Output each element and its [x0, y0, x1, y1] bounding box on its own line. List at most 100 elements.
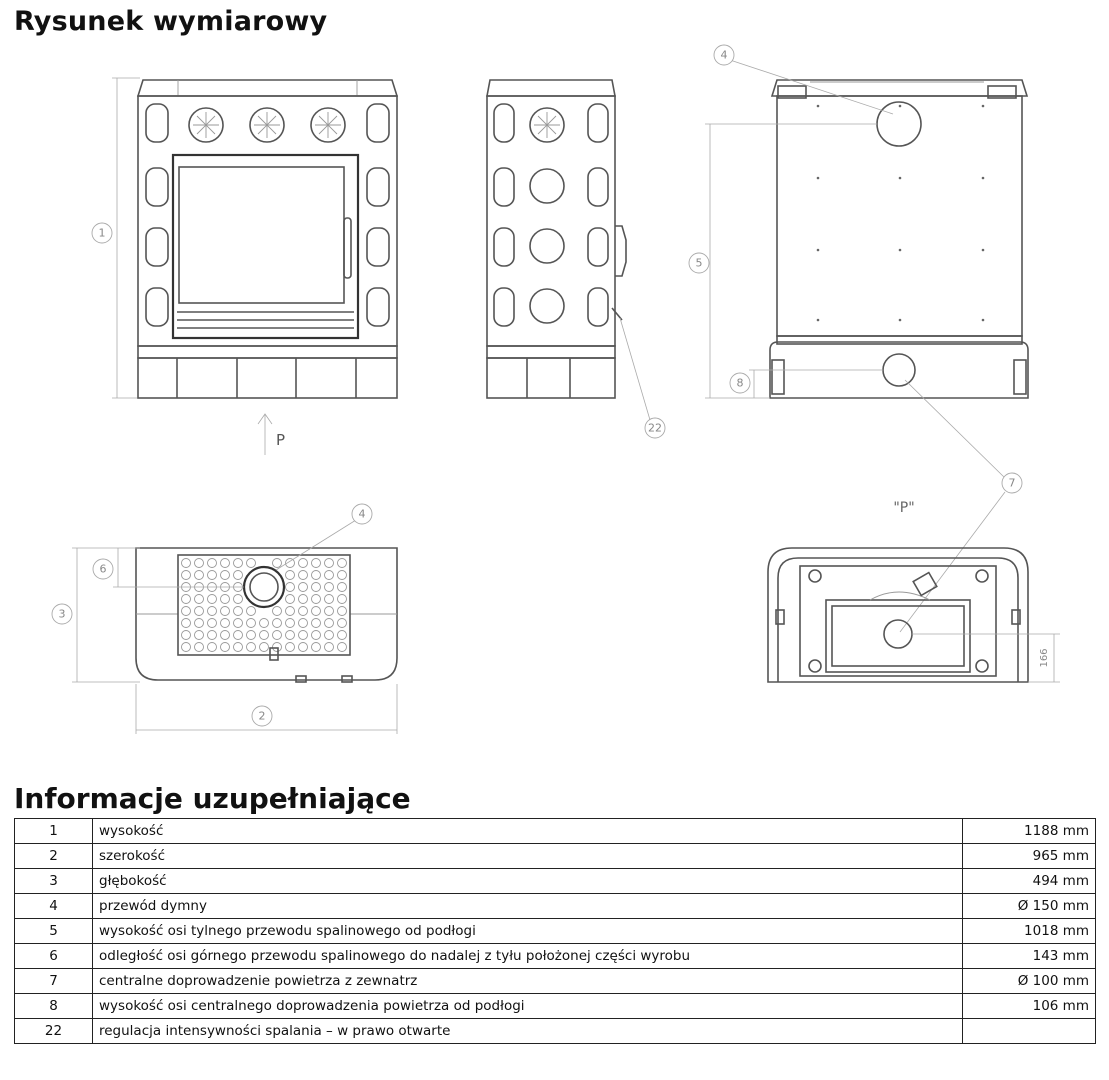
callout-7: 7: [1009, 477, 1016, 490]
cell-num: 5: [14, 918, 93, 944]
cell-num: 6: [14, 943, 93, 969]
grate-hole: [181, 594, 191, 604]
grate-hole: [181, 606, 191, 616]
grate-hole: [324, 570, 334, 580]
rear-view: 5 8 4 7: [688, 44, 1029, 633]
cell-label: regulacja intensywności spalania – w pra…: [92, 1018, 963, 1044]
grate-hole: [298, 570, 308, 580]
cell-label: przewód dymny: [92, 893, 963, 919]
cell-num: 4: [14, 893, 93, 919]
grate-hole: [337, 630, 347, 640]
grate-hole: [272, 630, 282, 640]
dim-166-label: 166: [1039, 648, 1050, 667]
grate-hole: [337, 594, 347, 604]
callout-8: 8: [737, 377, 744, 390]
grate-hole: [233, 606, 243, 616]
grate-hole: [194, 618, 204, 628]
grate-hole: [207, 606, 217, 616]
grate-hole: [285, 594, 295, 604]
grate-hole: [233, 618, 243, 628]
grate-hole: [298, 642, 308, 652]
grate-hole: [285, 582, 295, 592]
grate-hole: [233, 558, 243, 568]
plan-view: 3 6 2 4: [51, 503, 398, 734]
grate-hole: [337, 618, 347, 628]
grate-hole: [220, 558, 230, 568]
grate-hole: [233, 570, 243, 580]
cell-value: 143 mm: [962, 943, 1096, 969]
grate-hole: [324, 606, 334, 616]
grate-hole: [207, 570, 217, 580]
view-p: "P" 166: [767, 500, 1060, 683]
grate-hole: [181, 630, 191, 640]
grate-hole: [246, 642, 256, 652]
grate-hole: [181, 558, 191, 568]
grate-hole: [194, 570, 204, 580]
cell-label: wysokość osi tylnego przewodu spalinoweg…: [92, 918, 963, 944]
grate-hole: [220, 570, 230, 580]
cell-num: 7: [14, 968, 93, 994]
grate-hole: [207, 558, 217, 568]
grate-hole: [194, 558, 204, 568]
grate-hole: [181, 618, 191, 628]
grate-hole: [272, 558, 282, 568]
grate-hole: [285, 570, 295, 580]
view-p-title: "P": [893, 500, 914, 516]
grate-hole: [324, 582, 334, 592]
cell-label: odległość osi górnego przewodu spalinowe…: [92, 943, 963, 969]
grate-hole: [246, 558, 256, 568]
cell-num: 3: [14, 868, 93, 894]
cell-label: wysokość osi centralnego doprowadzenia p…: [92, 993, 963, 1019]
grate-hole: [194, 642, 204, 652]
info-heading: Informacje uzupełniające: [14, 782, 411, 815]
drawing-heading: Rysunek wymiarowy: [14, 6, 328, 37]
cell-label: wysokość: [92, 818, 963, 844]
grate-hole: [311, 582, 321, 592]
grate-hole: [259, 618, 269, 628]
cell-label: szerokość: [92, 843, 963, 869]
grate-hole: [220, 642, 230, 652]
grate-hole: [311, 570, 321, 580]
grate-hole: [311, 558, 321, 568]
grate-hole: [220, 618, 230, 628]
callout-5: 5: [696, 257, 703, 270]
grate-hole: [207, 630, 217, 640]
cell-value: 106 mm: [962, 993, 1096, 1019]
grate-hole: [324, 594, 334, 604]
cell-value: 1188 mm: [962, 818, 1096, 844]
callout-22: 22: [648, 422, 662, 435]
grate-hole: [311, 606, 321, 616]
cell-value: [962, 1018, 1096, 1044]
grate-hole: [337, 606, 347, 616]
cell-num: 2: [14, 843, 93, 869]
grate-hole: [285, 618, 295, 628]
grate-hole: [285, 630, 295, 640]
grate-hole: [233, 594, 243, 604]
grate-hole: [311, 618, 321, 628]
grate-hole: [272, 642, 282, 652]
grate-hole: [220, 594, 230, 604]
cell-label: głębokość: [92, 868, 963, 894]
view-arrow-label: P: [276, 431, 285, 449]
cell-value: 1018 mm: [962, 918, 1096, 944]
grate-hole: [207, 618, 217, 628]
grate-hole: [233, 642, 243, 652]
grate-hole: [337, 558, 347, 568]
grate-hole: [246, 618, 256, 628]
cell-num: 22: [14, 1018, 93, 1044]
grate-hole: [181, 642, 191, 652]
grate-hole: [311, 594, 321, 604]
grate-hole: [298, 594, 308, 604]
callout-1: 1: [99, 227, 106, 240]
cell-value: Ø 100 mm: [962, 968, 1096, 994]
grate-hole: [311, 630, 321, 640]
grate-hole: [324, 558, 334, 568]
grate-hole: [246, 606, 256, 616]
callout-4-top: 4: [721, 49, 728, 62]
cell-value: 494 mm: [962, 868, 1096, 894]
grate-hole: [259, 630, 269, 640]
grate-hole: [220, 606, 230, 616]
